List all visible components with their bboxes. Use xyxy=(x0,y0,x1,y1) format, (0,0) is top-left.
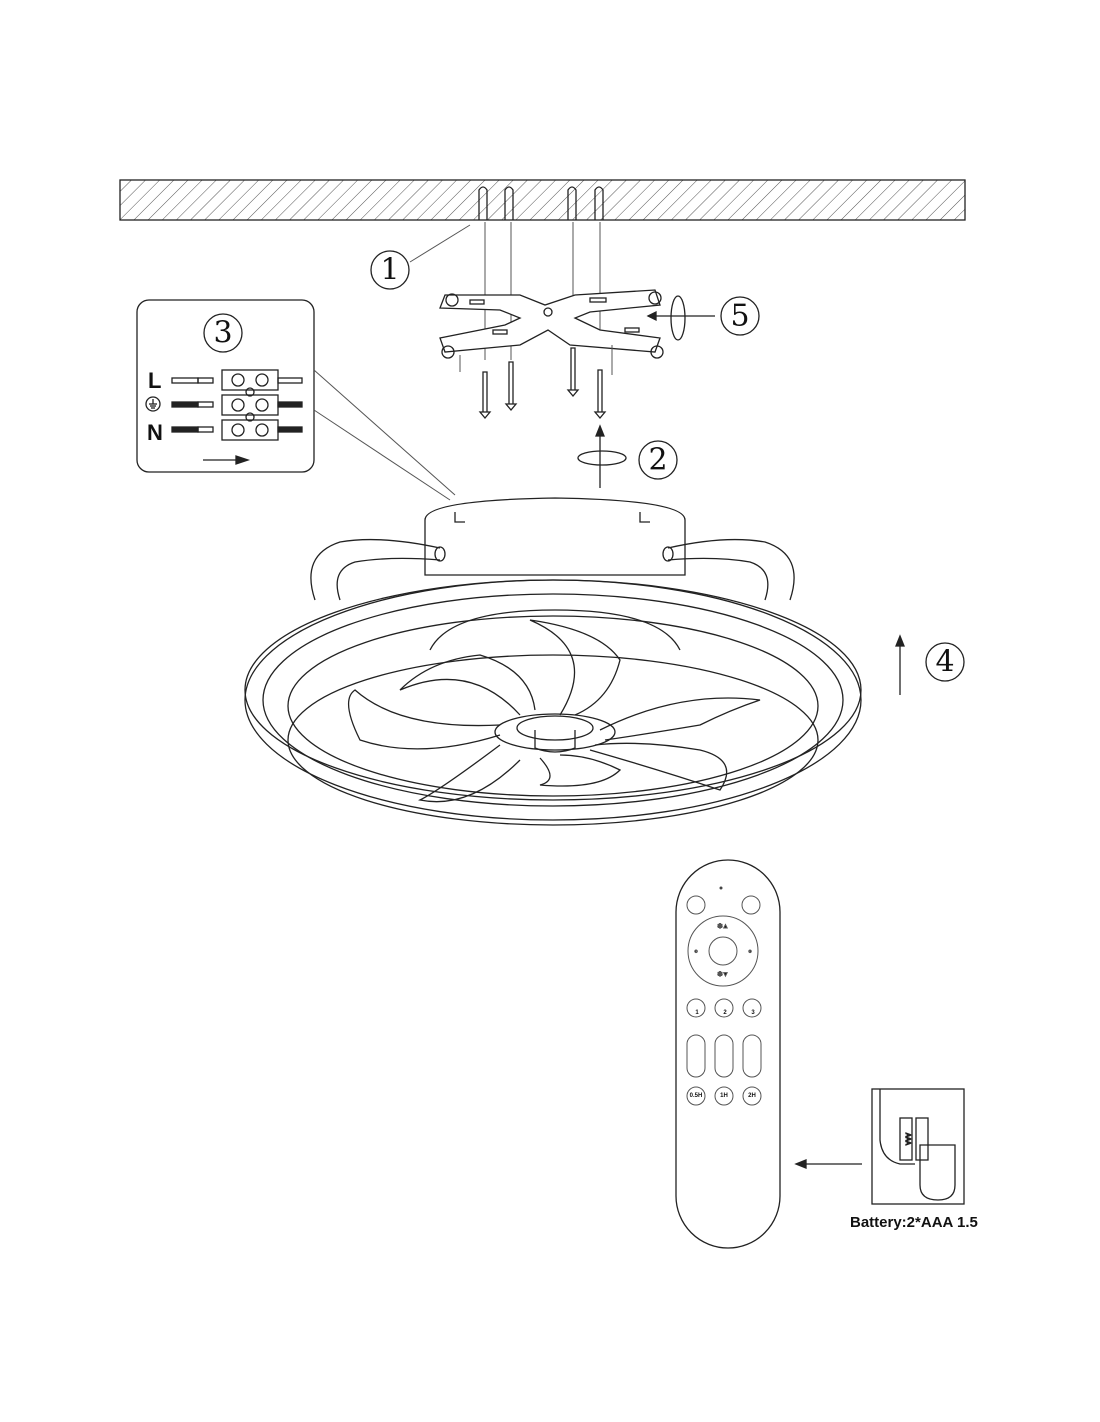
speed-1-label: 1 xyxy=(695,1010,699,1016)
rotate-arrow-5 xyxy=(646,295,715,341)
callout-circle-5 xyxy=(720,296,760,336)
dim-left-icon: ◐ xyxy=(694,949,698,955)
speed-2-button[interactable] xyxy=(714,998,734,1018)
speed-down-icon: ✲▼ xyxy=(718,971,729,978)
timer-05h-label: 0.5H xyxy=(690,1093,703,1099)
callout-step-3: 3 xyxy=(213,316,232,351)
remote-control: ✲▲ ✲▼ ◐ ◑ 1 2 3 0.5H 1H 2H xyxy=(675,859,781,1249)
lift-arrow-4 xyxy=(895,634,905,695)
wall-anchors xyxy=(409,186,604,360)
callout-step-1: 1 xyxy=(380,253,399,288)
callout-circle-4 xyxy=(925,642,965,682)
terminal-block xyxy=(171,369,303,465)
directional-pad[interactable] xyxy=(687,915,759,987)
natural-wind-button[interactable] xyxy=(714,1034,734,1078)
callout-step-2: 2 xyxy=(648,443,667,478)
speed-3-label: 3 xyxy=(751,1010,755,1016)
ceiling-fan xyxy=(244,497,862,826)
speed-up-icon: ✲▲ xyxy=(718,923,729,930)
screws xyxy=(478,347,607,420)
timer-2h-label: 2H xyxy=(748,1093,756,1099)
fan-direction-button[interactable] xyxy=(686,1034,706,1078)
rotate-arrow-2 xyxy=(577,424,627,488)
speed-3-button[interactable] xyxy=(742,998,762,1018)
wiring-detail-box: 3 L N xyxy=(136,299,456,501)
timer-1h-label: 1H xyxy=(720,1093,728,1099)
battery-cell-label: AAA xyxy=(904,1133,910,1145)
timer-2h-button[interactable] xyxy=(742,1086,762,1106)
battery-detail: AAA xyxy=(794,1088,965,1205)
callout-step-5: 5 xyxy=(730,299,749,334)
center-light-button[interactable] xyxy=(708,936,738,966)
speed-2-label: 2 xyxy=(723,1010,727,1016)
callout-circle-1 xyxy=(370,250,410,290)
ceiling xyxy=(119,179,966,221)
callout-circle-2 xyxy=(638,440,678,480)
neutral-label: N xyxy=(147,420,163,445)
earth-ground-icon xyxy=(145,396,161,412)
mounting-bracket xyxy=(439,289,664,375)
callout-circle-3 xyxy=(203,313,243,353)
timer-1h-button[interactable] xyxy=(714,1086,734,1106)
live-label: L xyxy=(148,368,161,393)
light-mode-button[interactable] xyxy=(686,895,706,915)
night-mode-button[interactable] xyxy=(741,895,761,915)
dim-right-icon: ◑ xyxy=(748,949,752,955)
fan-power-button[interactable] xyxy=(742,1034,762,1078)
callout-step-4: 4 xyxy=(935,645,954,680)
timer-05h-button[interactable] xyxy=(686,1086,706,1106)
battery-label: Battery:2*AAA 1.5 xyxy=(850,1214,978,1231)
speed-1-button[interactable] xyxy=(686,998,706,1018)
